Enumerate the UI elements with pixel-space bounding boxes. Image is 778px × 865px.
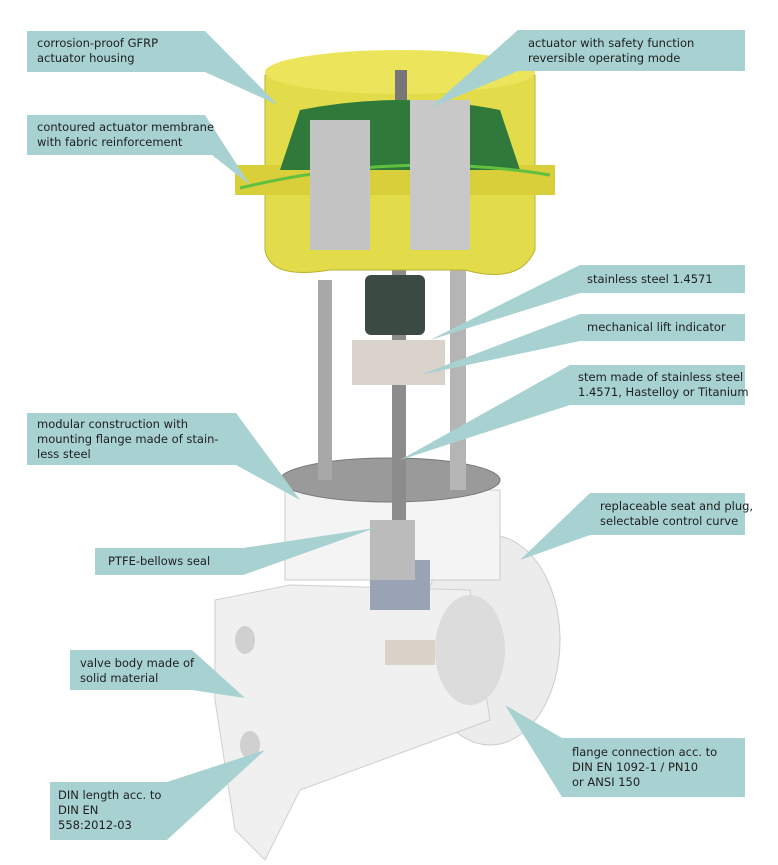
callout-stem: stem made of stainless steel 1.4571, Has… <box>578 370 749 399</box>
callout-safety-shape <box>430 30 745 108</box>
callout-ptfe-shape <box>95 528 375 575</box>
callout-membrane: contoured actuator membrane with fabric … <box>37 120 215 149</box>
callout-safety: actuator with safety function reversible… <box>528 36 695 65</box>
callout-din-shape <box>50 750 265 840</box>
callout-seat-plug: replaceable seat and plug, selectable co… <box>600 499 754 528</box>
callout-stem-shape <box>400 365 745 460</box>
callout-modular-shape <box>27 413 300 500</box>
callout-lift-indicator: mechanical lift indicator <box>587 320 726 334</box>
callout-shapes <box>27 30 745 840</box>
callout-seat-shape <box>520 493 745 560</box>
callout-lift-shape <box>420 314 745 375</box>
callout-stainless-steel: stainless steel 1.4571 <box>587 272 713 286</box>
callout-modular: modular construction with mounting flang… <box>37 417 219 461</box>
callout-housing: corrosion-proof GFRP actuator housing <box>37 36 159 65</box>
callout-housing-shape <box>27 31 278 105</box>
callout-valve-body: valve body made of solid material <box>80 656 195 685</box>
callout-ptfe: PTFE-bellows seal <box>108 554 211 568</box>
callout-flange: flange connection acc. to DIN EN 1092-1 … <box>572 745 718 789</box>
callout-body-shape <box>70 650 245 698</box>
mounting-flange <box>279 457 501 503</box>
actuator-housing <box>235 50 555 275</box>
callout-flange-shape <box>505 705 745 797</box>
callout-din-length: DIN length acc. to DIN EN 558:2012-03 <box>58 788 162 832</box>
callout-steel-shape <box>430 265 745 340</box>
callout-membrane-shape <box>27 115 250 185</box>
valve-body <box>214 489 561 861</box>
